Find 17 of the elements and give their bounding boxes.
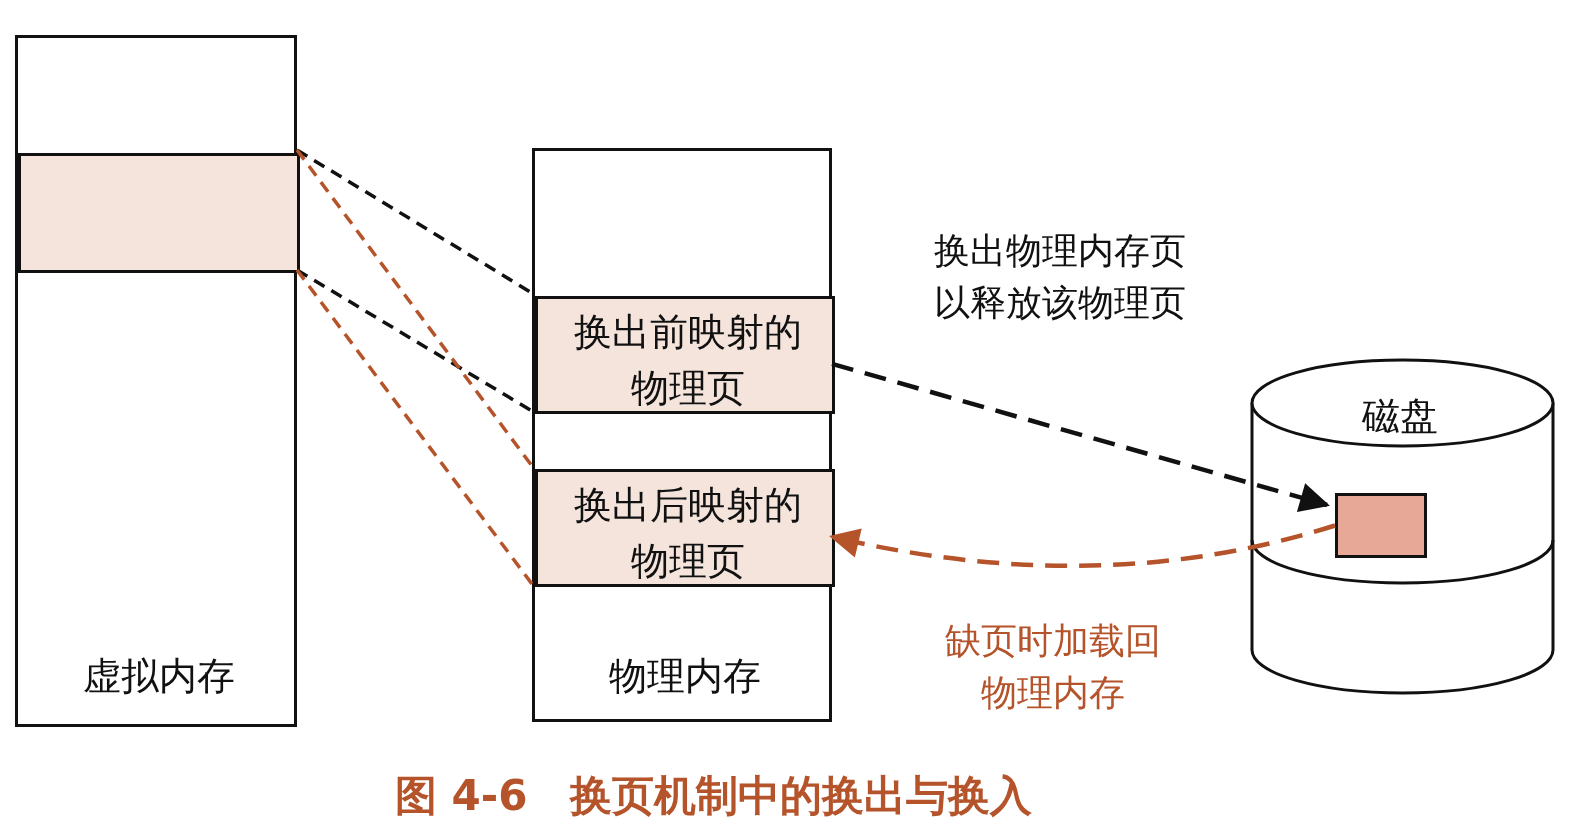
node-label: 磁盘	[1361, 393, 1439, 440]
node-label: 换出前映射的物理页	[573, 309, 803, 412]
arrow	[829, 523, 1336, 568]
connector-line	[296, 148, 533, 295]
connector-line	[295, 268, 534, 586]
memory-column	[15, 35, 297, 727]
arrow	[831, 361, 1330, 512]
disk-block	[1335, 493, 1427, 558]
page-block	[535, 469, 835, 587]
memory-column	[532, 148, 832, 722]
connector-line	[295, 148, 534, 468]
node-label: 物理内存	[608, 653, 762, 700]
node-label: 换出后映射的物理页	[573, 482, 803, 585]
page-block	[18, 153, 300, 273]
node-label: 虚拟内存	[82, 653, 236, 700]
caption: 图 4-6 换页机制中的换出与换入	[395, 770, 1032, 822]
page-block	[535, 296, 835, 414]
